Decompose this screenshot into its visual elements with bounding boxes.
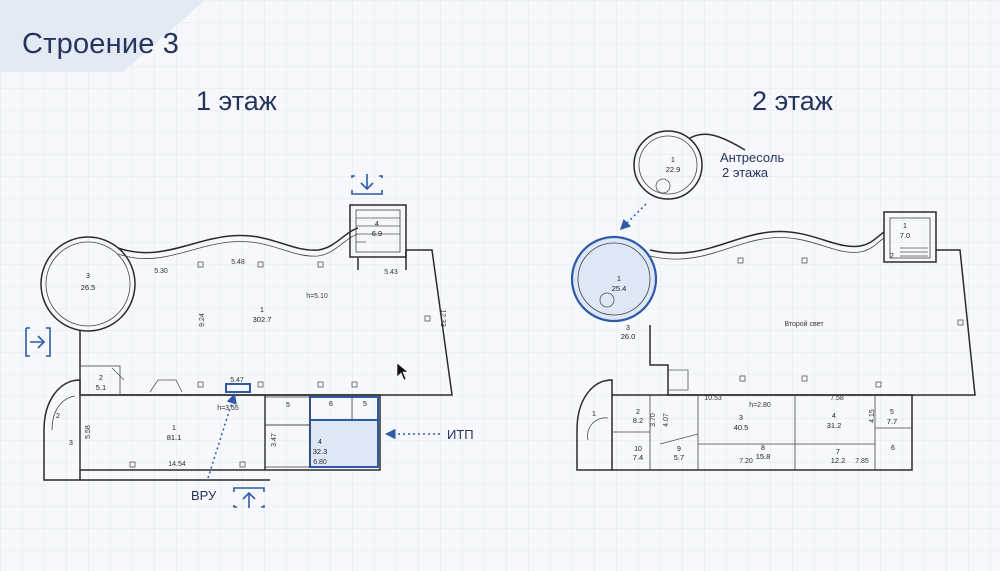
floor1-dim-924: 9.24 — [199, 313, 206, 327]
floor1-room-1-lower-num: 1 — [172, 425, 176, 432]
floor1-room-2-num: 2 — [99, 375, 103, 382]
floor1-title: 1 этаж — [196, 86, 277, 116]
floor2-room-1-stair-area: 7.0 — [900, 231, 910, 240]
page-title: Строение 3 — [22, 28, 180, 60]
floor1-dim-680: 6.80 — [313, 459, 327, 466]
floor2-room-2-stair-num: 2 — [890, 253, 894, 260]
floor1-dim-347: 3.47 — [271, 433, 278, 447]
floor2-second-light-label: Второй свет — [784, 320, 824, 328]
floor2-room-7-area: 12.2 — [831, 456, 846, 465]
floor2-dim-720: 7.20 — [739, 458, 753, 465]
floor2-room-2-num: 2 — [636, 409, 640, 416]
floor2-room-3-num: 3 — [739, 415, 743, 422]
floor1-room-3-left-num: 3 — [69, 440, 73, 447]
floor1-dim-530: 5.30 — [154, 268, 168, 275]
floor2-room-10-area: 7.4 — [633, 453, 643, 462]
mezzanine-callout-line — [619, 203, 647, 231]
floor2-dim-407: 4.07 — [663, 413, 670, 427]
floor2-room-3-small-num: 3 — [626, 325, 630, 332]
floor1-dim-548: 5.48 — [231, 259, 245, 266]
floor1-dim-558: 5.58 — [85, 425, 92, 439]
itp-callout-label: ИТП — [447, 427, 474, 442]
floor1-plan: 3 26.5 4 6.9 1 302.7 2 5.1 1 81.1 4 32.3… — [25, 174, 474, 508]
mezz-room-num: 1 — [671, 157, 675, 164]
floor2-room-8-num: 8 — [761, 445, 765, 452]
vru-callout-label: ВРУ — [191, 488, 217, 503]
floor2-room-10-num: 10 — [634, 446, 642, 453]
floor2-room-3-area: 40.5 — [734, 423, 749, 432]
vru-callout-line — [207, 393, 237, 479]
floor1-room-6-num: 6 — [329, 401, 333, 408]
entrance-arrow-up-icon — [233, 487, 265, 508]
floor1-room-5b-num: 5 — [286, 402, 290, 409]
floor1-room-1-area: 302.7 — [253, 315, 272, 324]
floor2-room-1-circle-area: 25.4 — [612, 284, 627, 293]
floor1-dim-543: 5.43 — [384, 269, 398, 276]
floor1-room-itp-area: 32.3 — [313, 447, 328, 456]
floor2-round-tower-highlight — [570, 235, 658, 323]
floor1-columns — [129, 261, 431, 468]
floor1-room-3-area: 26.5 — [81, 283, 96, 292]
floor2-dim-1053: 10.53 — [704, 395, 722, 402]
floor1-room-1-lower-area: 81.1 — [167, 433, 182, 442]
mezzanine-label-line2: 2 этажа — [722, 165, 769, 180]
entrance-arrow-right-icon — [25, 327, 51, 357]
floor1-round-tower-wall — [40, 236, 136, 332]
floor1-room-2-left-num: 2 — [56, 413, 60, 420]
cursor-pointer-icon — [396, 362, 409, 381]
mezzanine-round-wall — [633, 130, 703, 200]
floor1-dim-1454: 14.54 — [168, 461, 186, 468]
floor2-room-2-area: 8.2 — [633, 416, 643, 425]
floor1-room-itp-num: 4 — [318, 439, 322, 446]
floor2-room-8-area: 15.8 — [756, 452, 771, 461]
mezz-room-area: 22.9 — [666, 165, 681, 174]
floor2-room-1-circle-num: 1 — [617, 276, 621, 283]
floor1-dim-547: 5.47 — [230, 377, 244, 384]
floor2-room-1-stair-num: 1 — [903, 223, 907, 230]
floor1-wavy-facade — [117, 227, 359, 254]
floor2-title: 2 этаж — [752, 86, 833, 116]
floor2-room-6-num: 6 — [891, 445, 895, 452]
floor2-room-1-left-num: 1 — [592, 411, 596, 418]
floor2-columns — [737, 257, 964, 388]
floor2-lower-block — [611, 394, 913, 471]
mezzanine-label-line1: Антресоль — [720, 150, 784, 165]
floor2-height: h=2.80 — [749, 402, 771, 409]
floor1-room-1-num: 1 — [260, 307, 264, 314]
floor1-room-4-num: 4 — [375, 221, 379, 228]
floor1-stair-block — [349, 204, 407, 258]
floor1-room-3-num: 3 — [86, 273, 90, 280]
floor2-room-4-area: 31.2 — [827, 421, 842, 430]
floor1-vru-marker — [225, 383, 251, 393]
floor1-room-2-area: 5.1 — [96, 383, 106, 392]
floor1-dim-1233: 12.33 — [439, 309, 446, 327]
floor2-dim-415: 4.15 — [869, 409, 876, 423]
floor2-dim-758: 7.58 — [830, 395, 844, 402]
floor2-stair-block — [883, 211, 937, 263]
floor1-room-4-area: 6.9 — [372, 229, 382, 238]
floor2-room-4-num: 4 — [832, 413, 836, 420]
floor2-wavy-facade — [649, 230, 885, 254]
floor2-room-7-num: 7 — [836, 449, 840, 456]
floor2-room-9-area: 5.7 — [674, 453, 684, 462]
floor1-left-bay — [43, 379, 81, 481]
floor2-dim-785: 7.85 — [855, 458, 869, 465]
floor2-room-9-num: 9 — [677, 446, 681, 453]
floor2-room-5-area: 7.7 — [887, 417, 897, 426]
floor2-room-3-small-area: 26.0 — [621, 332, 636, 341]
floor1-height-main: h=5.10 — [306, 293, 328, 300]
floor1-room-5-num: 5 — [363, 401, 367, 408]
floor2-dim-370: 3.70 — [650, 413, 657, 427]
floor1-room-2-outline — [79, 365, 121, 396]
floor2-room-5-num: 5 — [890, 409, 894, 416]
floor1-round-tower-inner — [45, 241, 131, 327]
entrance-arrow-down-icon — [351, 174, 383, 195]
floor1-height-lower: h=3.65 — [217, 405, 239, 412]
floor2-plan: 1 22.9 Антресоль 2 этажа 1 25.4 — [570, 130, 976, 471]
